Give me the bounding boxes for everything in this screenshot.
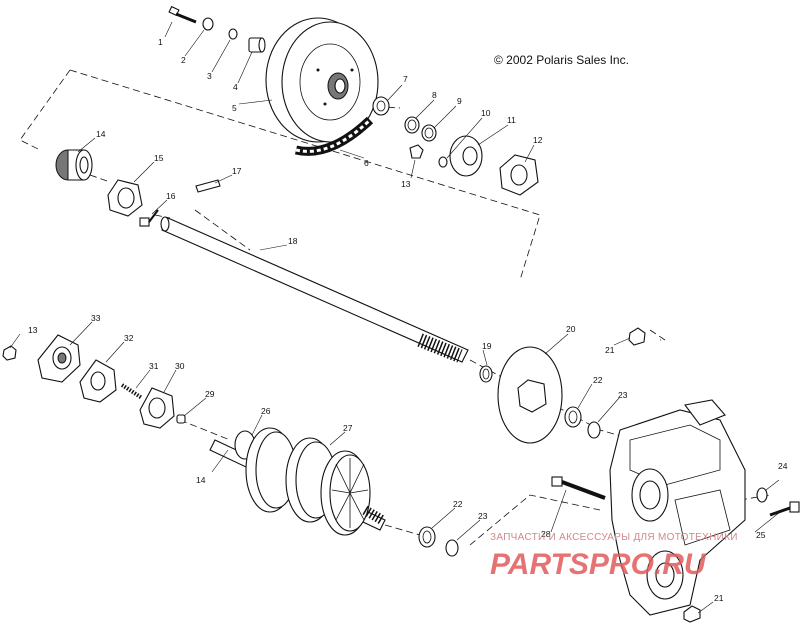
ring-part-inner [424,127,434,139]
chain-part [294,116,374,156]
chaincase-housing-part [609,399,746,616]
callout-13b: 13 [28,325,38,335]
callout-3: 3 [207,71,212,81]
callout-25: 25 [756,530,766,540]
seal-part [445,539,459,557]
nut-part [628,327,646,346]
assembly-dash-line [649,329,667,341]
assembly-dash-line [154,214,171,219]
callout-19: 19 [482,341,492,351]
callout-27: 27 [343,423,353,433]
callout-4: 4 [233,82,238,92]
callout-17: 17 [232,166,242,176]
pulley-part [265,17,379,143]
callout-33: 33 [91,313,101,323]
nut-part [2,345,17,361]
bearing-part-inner [422,530,432,544]
callout-1: 1 [158,37,163,47]
watermark-logo: PARTSPRO.RU [490,548,707,581]
oring-part-inner [376,100,386,112]
bearing-flange-part [499,154,539,196]
washer-part [202,17,214,31]
washer-part [756,487,768,503]
bolt-part [551,476,606,500]
callout-18: 18 [288,236,298,246]
callout-5: 5 [232,103,237,113]
callout-labels: 1 2 3 4 5 6 7 8 9 10 11 12 13 14 15 16 1… [28,37,788,603]
callout-15: 15 [154,153,164,163]
callout-12: 12 [533,135,543,145]
watermark-tagline: ЗАПЧАСТИ И АКСЕССУАРЫ ДЛЯ МОТОТЕХНИКИ [490,532,738,543]
bearing-flange-part [139,387,175,429]
callout-30: 30 [175,361,185,371]
brake-disc-part [497,346,563,444]
callout-31: 31 [149,361,159,371]
assembly-dash-line [469,494,601,546]
callout-14b: 14 [196,475,206,485]
callout-22b: 22 [453,499,463,509]
bushing-part [248,37,266,53]
callout-22: 22 [593,375,603,385]
callout-24: 24 [778,461,788,471]
key-part [195,179,221,193]
seal-part [587,421,601,439]
callout-21: 21 [605,345,615,355]
assembly-dash-line [89,174,111,183]
assembly-dash-line [179,419,231,441]
spring-part [120,383,144,400]
callout-20: 20 [566,324,576,334]
callout-10: 10 [481,108,491,118]
callout-9: 9 [457,96,462,106]
washer-part [438,156,448,168]
nut-part [683,605,701,623]
nut-part [409,144,424,159]
callout-23b: 23 [478,511,488,521]
jackshaft-part [160,216,469,363]
bushing-part [176,414,186,424]
assembly-dash-line [19,69,71,151]
callout-29: 29 [205,389,215,399]
callout-21b: 21 [714,593,724,603]
bearing-flange-part [37,334,81,383]
callout-13: 13 [401,179,411,189]
assembly-dash-line [384,524,421,536]
flange-plate-part [449,135,483,177]
washer-part [228,28,238,40]
bearing-flange-part [107,179,143,217]
callout-23: 23 [618,390,628,400]
drive-shaft-part [209,427,386,536]
bolt-part [139,209,159,227]
bearing-part [55,149,93,181]
callout-32: 32 [124,333,134,343]
callout-8: 8 [432,90,437,100]
leader-lines [9,21,781,614]
bolt-part [168,5,197,24]
ring-part-inner [482,368,490,380]
ring-part-inner [407,119,417,131]
callout-26: 26 [261,406,271,416]
callout-2: 2 [181,55,186,65]
callout-11: 11 [507,115,516,125]
assembly-dash-line [194,209,251,251]
callout-6: 6 [364,158,369,168]
copyright-text: © 2002 Polaris Sales Inc. [494,53,629,67]
callout-16: 16 [166,191,176,201]
gasket-part [79,359,117,403]
callout-7: 7 [403,74,408,84]
bearing-part-inner [568,410,578,424]
callout-14: 14 [96,129,106,139]
callout-28: 28 [541,529,551,539]
bolt-part [769,501,800,517]
